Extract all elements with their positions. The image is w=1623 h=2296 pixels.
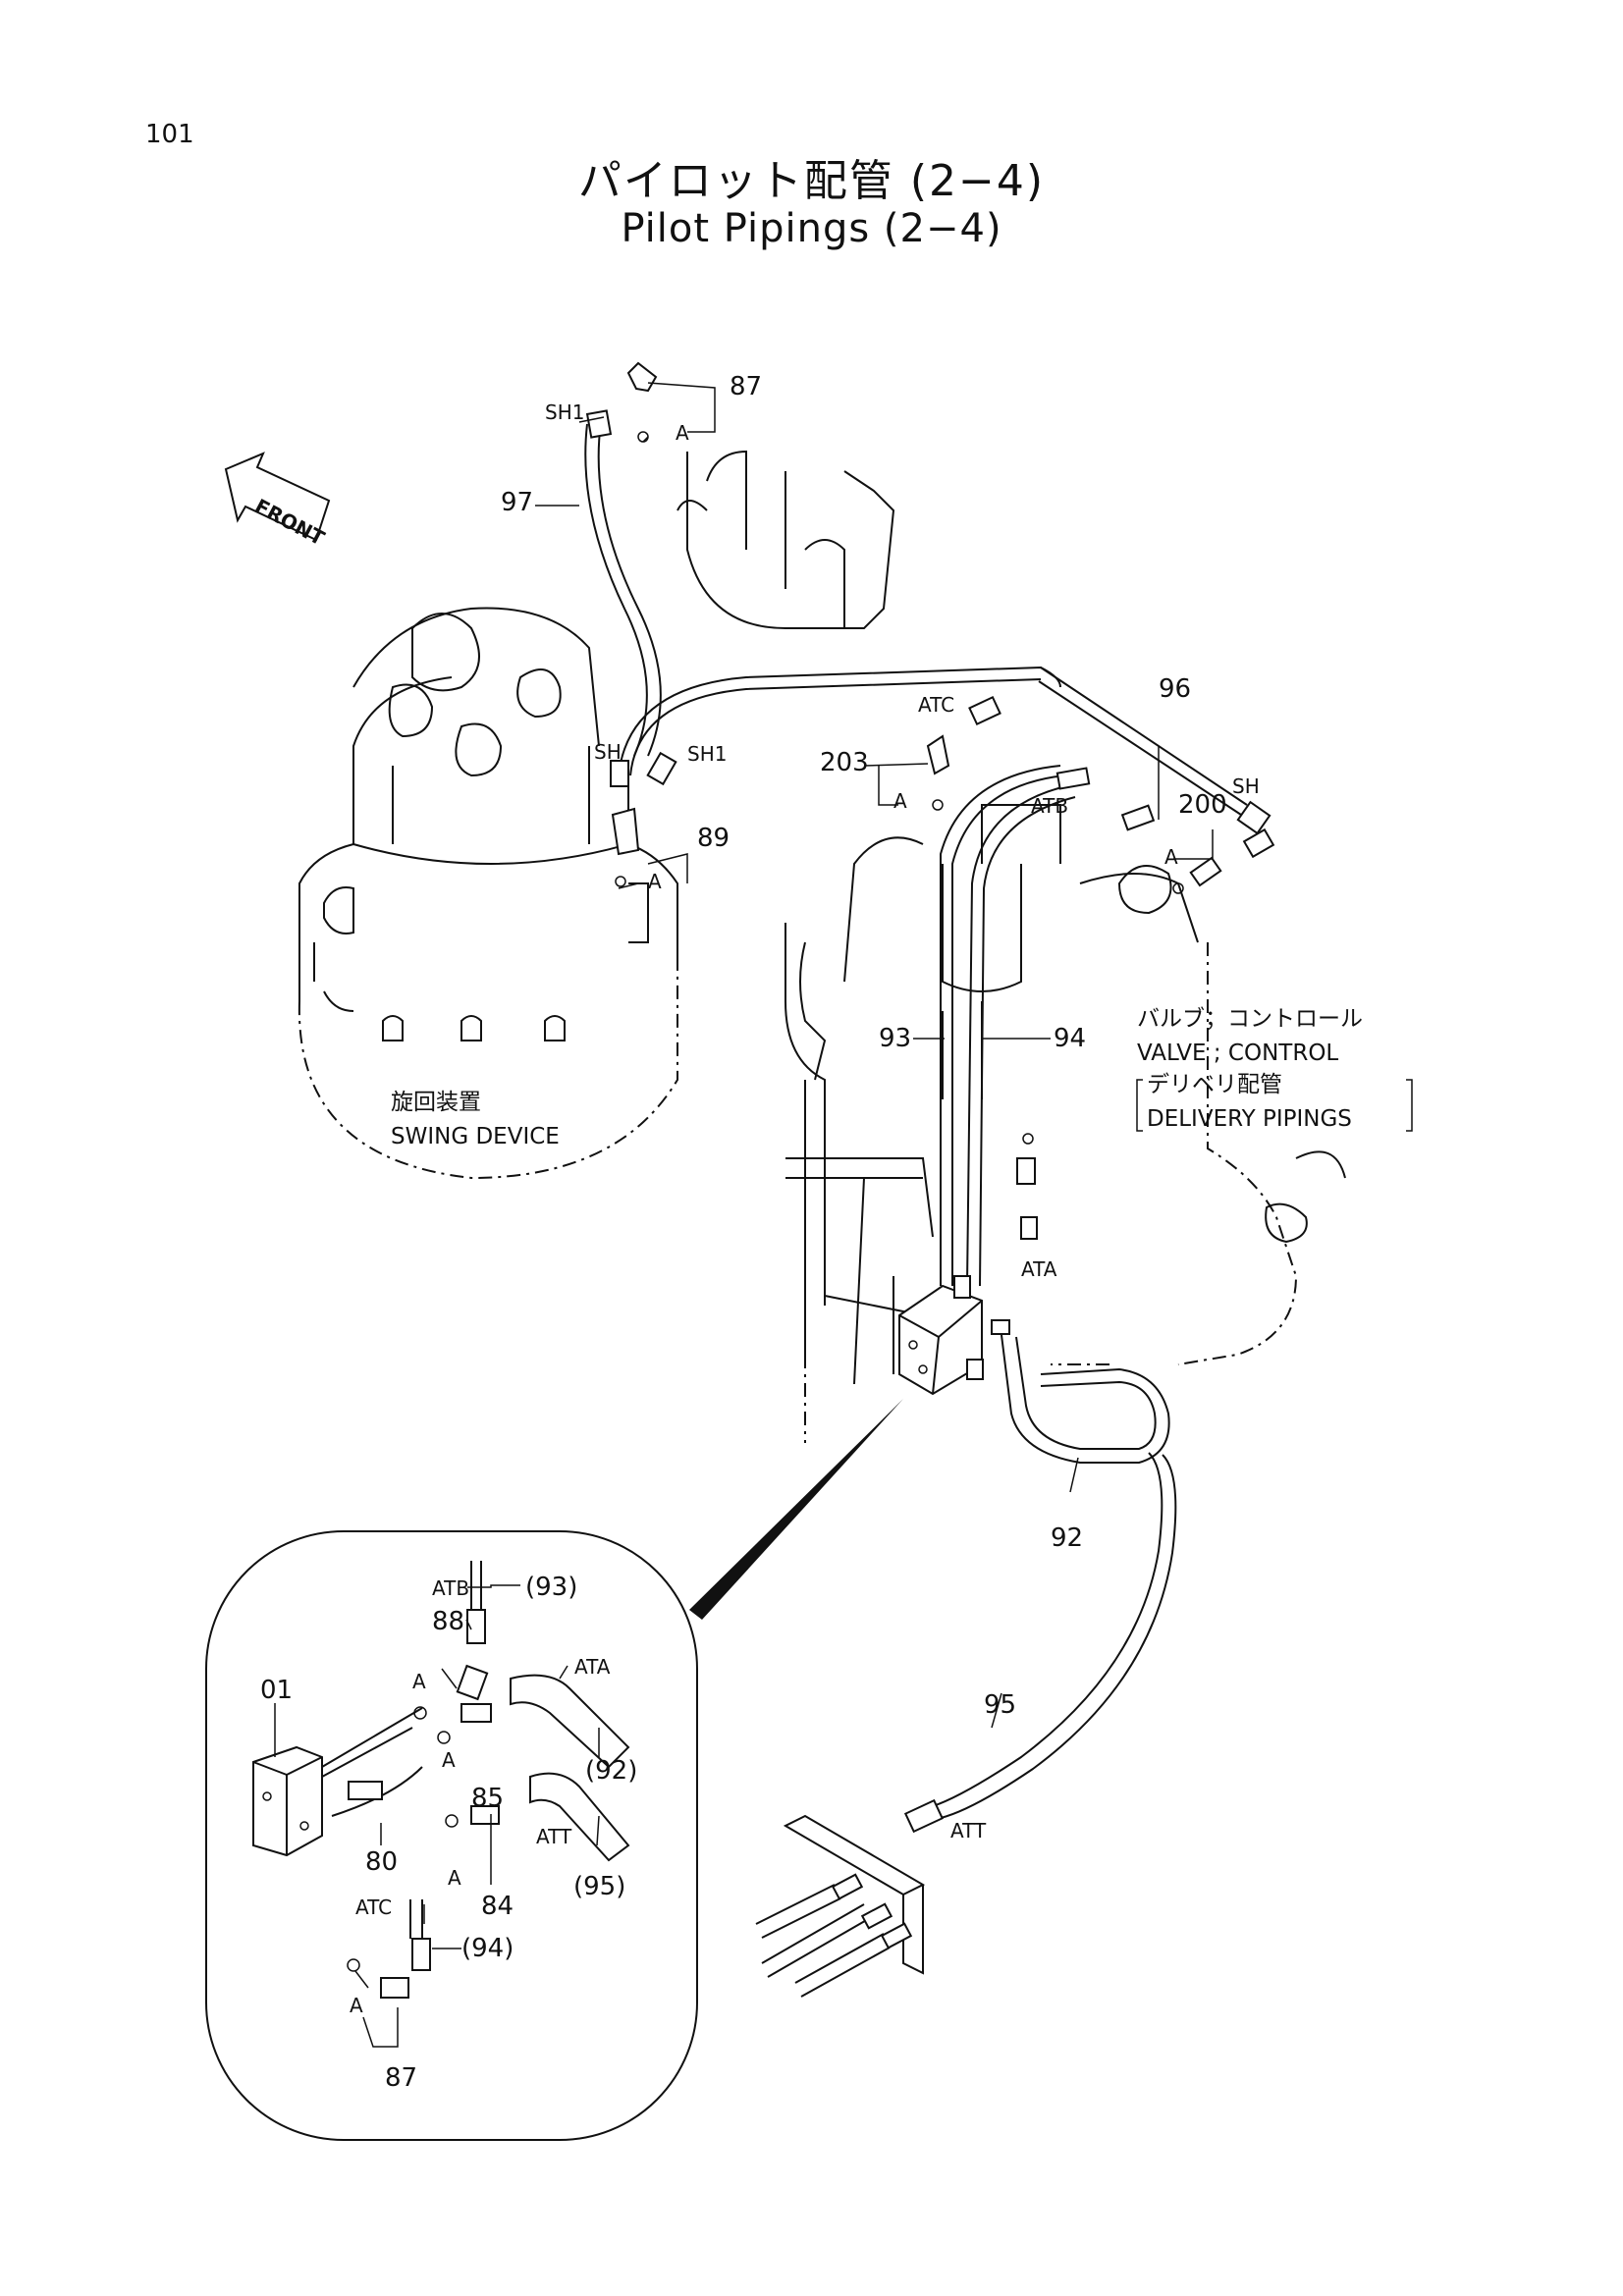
control-valve-drawing bbox=[676, 450, 1346, 1443]
a-label-2: A bbox=[893, 789, 907, 813]
part-number-97: 97 bbox=[501, 488, 533, 517]
a-label-3: A bbox=[1164, 845, 1178, 869]
a-label-5: A bbox=[412, 1670, 426, 1693]
part-number-203: 203 bbox=[820, 748, 869, 777]
a-label-4: A bbox=[648, 870, 662, 893]
swing-device-en-label: SWING DEVICE bbox=[391, 1124, 560, 1149]
part-number-87-top: 87 bbox=[730, 372, 762, 401]
part-number-94: 94 bbox=[1054, 1024, 1086, 1053]
part-number-87-bottom: 87 bbox=[385, 2063, 417, 2093]
a-label-1: A bbox=[676, 421, 689, 445]
a-label-6: A bbox=[442, 1748, 456, 1772]
a-label-8: A bbox=[350, 1994, 363, 2017]
a-label-7: A bbox=[448, 1866, 461, 1890]
page-number: 101 bbox=[145, 120, 194, 149]
manifold-block bbox=[898, 1275, 1010, 1396]
control-valve-en-label: VALVE ; CONTROL bbox=[1137, 1041, 1338, 1066]
detail-port-label-ata: ATA bbox=[574, 1655, 611, 1679]
page-title-english: Pilot Pipings (2−4) bbox=[621, 206, 1002, 251]
port-label-ata: ATA bbox=[1021, 1257, 1057, 1281]
detail-port-label-atc: ATC bbox=[355, 1896, 392, 1919]
part-number-96: 96 bbox=[1159, 674, 1191, 704]
port-label-att: ATT bbox=[950, 1819, 987, 1842]
detail-pointer bbox=[689, 1399, 903, 1620]
detail-ref-94: (94) bbox=[461, 1934, 514, 1963]
port-label-sh-right: SH bbox=[1232, 774, 1260, 798]
part-number-88: 88 bbox=[432, 1607, 464, 1636]
detail-port-label-att: ATT bbox=[536, 1825, 572, 1848]
part-number-01: 01 bbox=[260, 1676, 293, 1705]
port-label-sh1-mid: SH1 bbox=[687, 742, 727, 766]
part-number-200: 200 bbox=[1178, 790, 1227, 820]
hoses bbox=[584, 421, 1248, 1819]
detail-ref-93: (93) bbox=[525, 1573, 577, 1602]
part-number-80: 80 bbox=[365, 1847, 398, 1877]
leader-lines bbox=[274, 382, 1214, 2048]
control-valve-jp-label: バルブ；コントロール bbox=[1137, 1006, 1363, 1032]
detail-port-label-atb: ATB bbox=[432, 1576, 469, 1600]
port-label-sh1-top: SH1 bbox=[545, 400, 584, 424]
swing-device-drawing bbox=[298, 607, 678, 1180]
port-label-atb: ATB bbox=[1031, 794, 1068, 818]
part-number-93: 93 bbox=[879, 1024, 911, 1053]
page-title-japanese: パイロット配管 (2−4) bbox=[577, 156, 1046, 206]
front-arrow-icon: FRONT bbox=[224, 452, 331, 550]
delivery-pipings-en-label: DELIVERY PIPINGS bbox=[1147, 1106, 1352, 1132]
part-number-95: 95 bbox=[984, 1690, 1016, 1720]
swing-device-jp-label: 旋回装置 bbox=[391, 1090, 481, 1115]
part-number-84: 84 bbox=[481, 1892, 514, 1921]
part-number-92: 92 bbox=[1051, 1523, 1083, 1553]
port-label-sh-left: SH bbox=[594, 740, 622, 764]
fittings bbox=[585, 361, 1275, 1834]
part-number-85: 85 bbox=[471, 1784, 504, 1813]
detail-ref-95: (95) bbox=[573, 1872, 625, 1901]
att-bracket bbox=[755, 1814, 926, 1998]
detail-ref-92: (92) bbox=[585, 1756, 637, 1786]
part-labels: 87 SH1 A 97 96 ATC SH SH1 203 A ATB SH 2… bbox=[260, 372, 1413, 2093]
port-label-atc: ATC bbox=[918, 693, 954, 717]
delivery-pipings-jp-label: デリベリ配管 bbox=[1147, 1072, 1282, 1097]
part-number-89: 89 bbox=[697, 824, 730, 853]
